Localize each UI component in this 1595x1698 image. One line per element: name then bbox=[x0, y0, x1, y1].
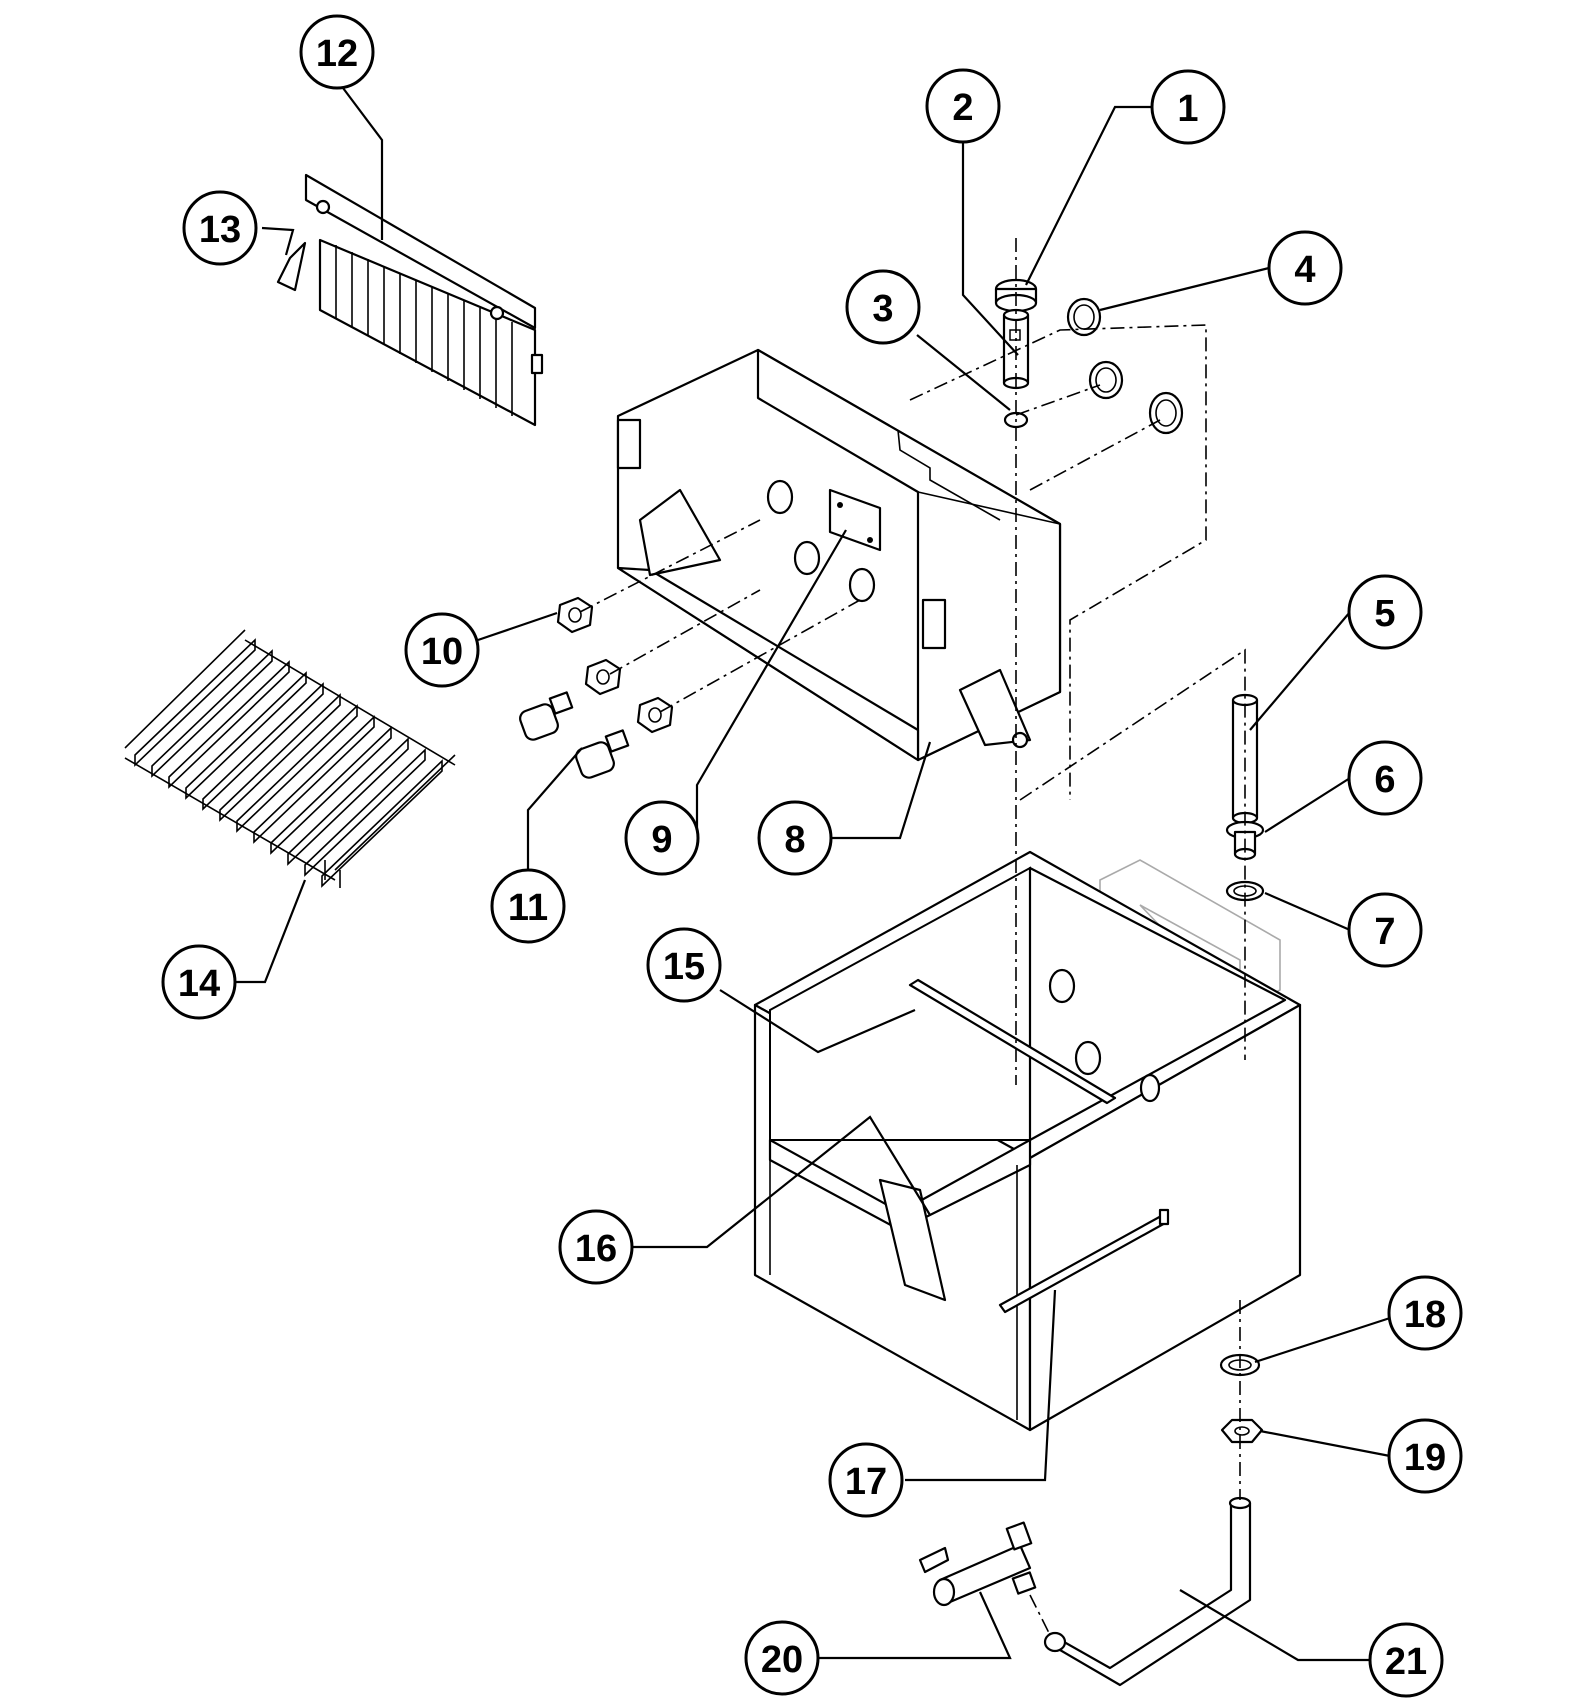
callout-14-label: 14 bbox=[178, 963, 220, 1005]
callout-13-label: 13 bbox=[199, 209, 241, 251]
part-12-flue-baffle bbox=[304, 173, 544, 427]
callout-21: 21 bbox=[1368, 1622, 1444, 1698]
callout-2: 2 bbox=[925, 68, 1001, 144]
part-19-nut bbox=[1220, 1418, 1264, 1444]
callout-19-label: 19 bbox=[1404, 1437, 1446, 1479]
callout-12: 12 bbox=[299, 14, 375, 90]
part-11-fittings bbox=[519, 691, 630, 779]
part-10-nuts bbox=[556, 596, 674, 734]
callout-8: 8 bbox=[757, 800, 833, 876]
callout-15: 15 bbox=[646, 927, 722, 1003]
callout-18-label: 18 bbox=[1404, 1294, 1446, 1336]
callout-17-label: 17 bbox=[845, 1461, 887, 1503]
callout-1-label: 1 bbox=[1177, 88, 1198, 130]
callout-17: 17 bbox=[828, 1442, 904, 1518]
callout-9-label: 9 bbox=[651, 819, 672, 861]
part-17-rod bbox=[998, 1208, 1170, 1314]
callout-1: 1 bbox=[1150, 69, 1226, 145]
callout-21-label: 21 bbox=[1385, 1641, 1427, 1683]
part-14-rack bbox=[124, 629, 456, 888]
callout-8-label: 8 bbox=[784, 819, 805, 861]
callout-18: 18 bbox=[1387, 1275, 1463, 1351]
alignment-lines bbox=[579, 238, 1246, 1636]
callout-5: 5 bbox=[1347, 574, 1423, 650]
callout-7: 7 bbox=[1347, 892, 1423, 968]
callout-7-label: 7 bbox=[1374, 911, 1395, 953]
callout-13: 13 bbox=[182, 190, 258, 266]
callout-14: 14 bbox=[161, 944, 237, 1020]
callout-20: 20 bbox=[744, 1620, 820, 1696]
callout-16: 16 bbox=[558, 1209, 634, 1285]
callout-11-label: 11 bbox=[508, 887, 548, 929]
callout-5-label: 5 bbox=[1374, 593, 1395, 635]
part-21-drain-pipe bbox=[1043, 1496, 1252, 1687]
callout-6: 6 bbox=[1347, 740, 1423, 816]
callout-6-label: 6 bbox=[1374, 759, 1395, 801]
callout-20-label: 20 bbox=[761, 1639, 803, 1681]
callout-10-label: 10 bbox=[421, 631, 463, 673]
part-20-drain-valve bbox=[918, 1521, 1037, 1607]
callout-3: 3 bbox=[845, 269, 921, 345]
callout-12-label: 12 bbox=[316, 33, 358, 75]
part-13-baffle-tab bbox=[276, 241, 307, 292]
callout-4-label: 4 bbox=[1294, 249, 1315, 291]
callout-16-label: 16 bbox=[575, 1228, 617, 1270]
leader-lines bbox=[235, 79, 1391, 1662]
callout-10: 10 bbox=[404, 612, 480, 688]
callout-3-label: 3 bbox=[872, 288, 893, 330]
part-4-gaskets bbox=[1066, 297, 1184, 435]
callout-15-label: 15 bbox=[663, 946, 705, 988]
callout-11: 11 bbox=[490, 868, 566, 944]
callout-19: 19 bbox=[1387, 1418, 1463, 1494]
callout-9: 9 bbox=[624, 800, 700, 876]
callout-4: 4 bbox=[1267, 230, 1343, 306]
callout-2-label: 2 bbox=[952, 87, 973, 129]
part-15-rod bbox=[908, 978, 1117, 1105]
